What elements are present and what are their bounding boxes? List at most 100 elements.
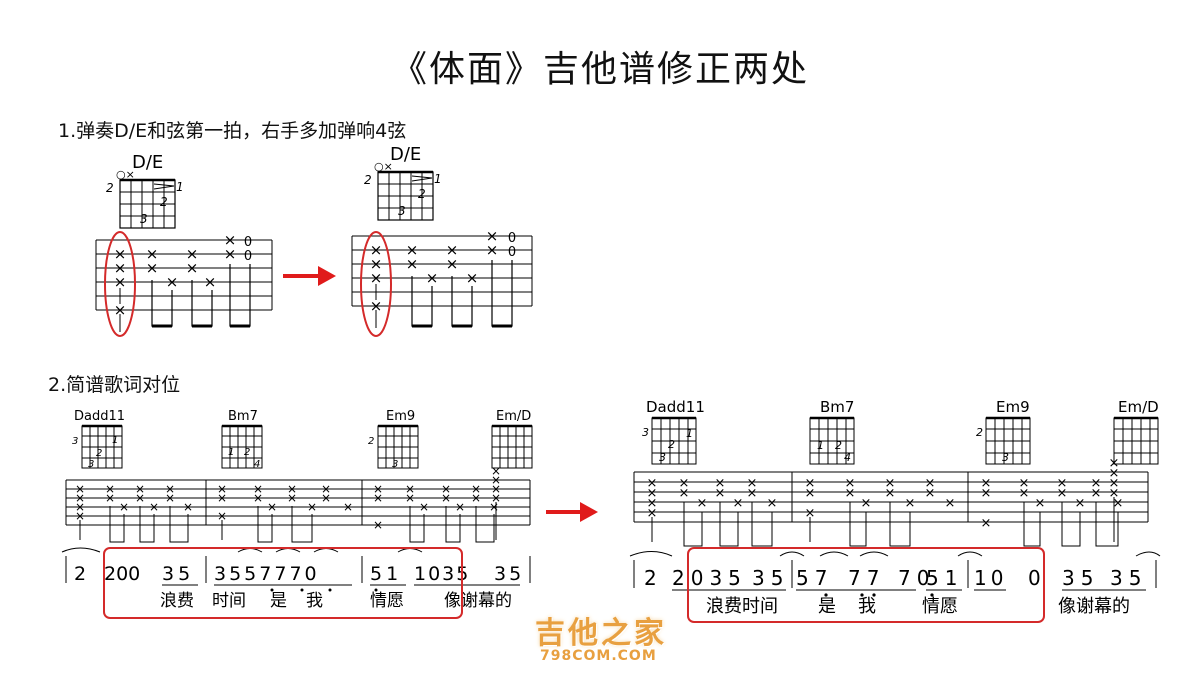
svg-text:×: × [486,227,499,245]
svg-text:×: × [119,500,129,514]
svg-text:Em/D: Em/D [496,409,531,424]
svg-text:3: 3 [659,451,666,464]
note-group: 10 [974,566,1007,590]
svg-text:×: × [1091,476,1102,491]
svg-text:×: × [1091,486,1102,501]
svg-text:Dadd11: Dadd11 [646,398,705,416]
svg-text:×: × [146,245,159,263]
svg-text:2: 2 [160,195,168,209]
svg-text:×: × [165,491,175,505]
svg-text:×: × [406,241,419,259]
svg-text:2: 2 [368,436,374,447]
svg-text:×: × [405,491,415,505]
note-group: 35 [494,563,524,585]
svg-text:像谢幕的: 像谢幕的 [1058,596,1130,617]
svg-text:1: 1 [434,172,442,186]
svg-text:×: × [925,476,936,491]
svg-text:×: × [370,297,383,315]
svg-text:×: × [114,301,127,319]
svg-text:×: × [149,500,159,514]
svg-text:×: × [925,486,936,501]
svg-text:×: × [370,241,383,259]
svg-text:0: 0 [244,249,252,264]
svg-text:×: × [370,269,383,287]
svg-text:×: × [373,491,383,505]
svg-text:×: × [1019,476,1030,491]
svg-text:×: × [471,482,481,496]
svg-text:×: × [135,491,145,505]
svg-text:×: × [217,482,227,496]
svg-text:×: × [845,486,856,501]
svg-text:0: 0 [244,235,252,250]
svg-text:×: × [446,241,459,259]
svg-text:像谢幕的: 像谢幕的 [444,591,512,611]
svg-text:×: × [491,482,501,496]
svg-text:×: × [1109,456,1120,471]
svg-text:3: 3 [398,204,406,218]
svg-text:×: × [165,482,175,496]
svg-text:Em/D: Em/D [1118,398,1159,416]
svg-text:×: × [307,500,317,514]
svg-text:×: × [715,486,726,501]
svg-text:×: × [679,486,690,501]
svg-text:×: × [343,500,353,514]
svg-text:×: × [75,491,85,505]
svg-text:×: × [114,273,127,291]
svg-text:×: × [1113,496,1124,511]
svg-text:×: × [287,482,297,496]
svg-text:×: × [805,486,816,501]
svg-text:×: × [75,500,85,514]
svg-text:×: × [647,476,658,491]
svg-text:×: × [647,506,658,521]
svg-text:浪费: 浪费 [160,591,194,611]
svg-text:我: 我 [306,591,323,611]
tab-staff-after: ×××× ×× × ×× × ×× 00 [351,227,533,337]
svg-text:×: × [105,491,115,505]
svg-text:×: × [491,464,501,478]
svg-text:×: × [1109,486,1120,501]
svg-text:3: 3 [392,459,398,470]
svg-text:×: × [489,500,499,514]
svg-text:2: 2 [976,426,983,439]
chord-diagram-de-before: D/E ○× 2 1 2 3 [106,152,184,229]
svg-text:×: × [861,496,872,511]
note-group: 35 [1062,566,1099,590]
note-group: 35 [162,563,194,585]
svg-text:×: × [697,496,708,511]
svg-text:2: 2 [106,181,114,195]
section-1-heading: 1.弹奏D/E和弦第一拍，右手多加弹响4弦 [58,120,407,142]
svg-text:×: × [426,269,439,287]
svg-text:×: × [733,496,744,511]
svg-text:×: × [441,482,451,496]
svg-text:×: × [267,500,277,514]
note-group: 3557770 [214,563,320,585]
svg-text:3: 3 [140,212,148,226]
svg-text:1: 1 [686,427,693,440]
svg-text:×: × [491,473,501,487]
svg-text:×: × [373,518,383,532]
note-group: 77 [848,566,885,590]
tab-staff-jianpu-after: ×××× ××× ××× ××× ××× ××× ××× ××× ××× ×××… [633,456,1149,547]
chord-diagram-de-after: D/E ○× 2 1 2 3 [364,144,442,221]
svg-text:×: × [845,476,856,491]
note-group: 1035 [414,563,470,585]
svg-text:Dadd11: Dadd11 [74,409,125,424]
svg-text:×: × [114,259,127,277]
svg-text:2: 2 [668,438,675,451]
svg-text:×: × [767,496,778,511]
chord-name-de: D/E [132,152,163,173]
note-group: 2 [644,566,657,590]
svg-text:×: × [406,255,419,273]
svg-text:×: × [905,496,916,511]
chord-em9-before: Em9 2 3 [368,409,419,470]
svg-text:4: 4 [844,451,851,464]
svg-text:×: × [166,273,179,291]
svg-text:Em9: Em9 [996,398,1030,416]
svg-text:Bm7: Bm7 [228,409,258,424]
svg-text:1: 1 [228,447,234,458]
svg-text:1: 1 [817,439,824,452]
svg-text:×: × [1109,476,1120,491]
svg-text:2: 2 [364,173,372,187]
svg-text:2: 2 [244,447,250,458]
